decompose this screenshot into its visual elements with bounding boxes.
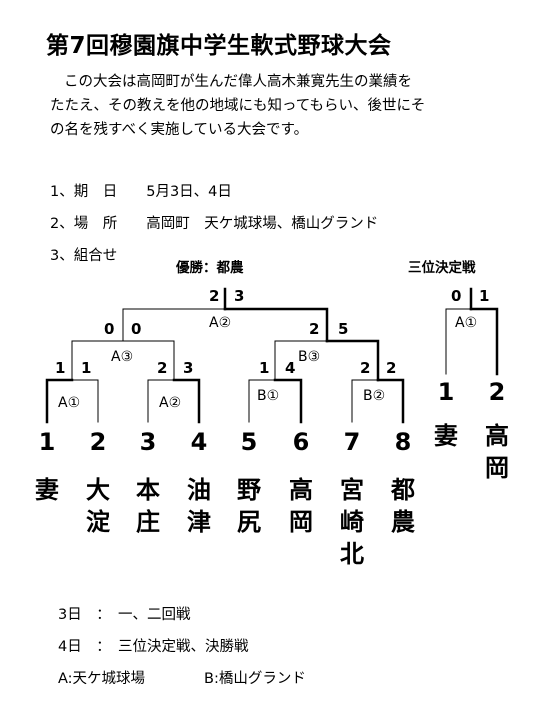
r1-m4-left-path: [351, 379, 379, 423]
final-score-right: 3: [234, 287, 245, 305]
winner-label: 優勝：都農: [176, 260, 244, 276]
semi-right-right-path: [325, 339, 380, 382]
seed-3: 3: [139, 428, 157, 456]
semi-left-left-path: [71, 340, 124, 381]
r1-m1-right-path: [71, 379, 99, 423]
seed-8: 8: [394, 428, 412, 456]
third-right-path: [469, 307, 499, 376]
seed-1: 1: [38, 428, 56, 456]
seed-2: 2: [89, 428, 107, 456]
final-right-path: [223, 307, 329, 343]
semi-left-score-right: 0: [131, 320, 142, 338]
r1-m3-venue: B①: [257, 388, 280, 404]
r1-m1-venue: A①: [58, 395, 81, 411]
info-date: 1、期 日 5月3日、4日: [50, 184, 232, 200]
third-score-left: 0: [451, 287, 462, 305]
team-4: 油津: [187, 476, 211, 536]
seed-7: 7: [343, 428, 361, 456]
third-seed-2: 2: [488, 378, 506, 406]
r1-m2-right-path: [172, 378, 201, 424]
semi-right-venue: B③: [298, 349, 321, 365]
page-title: 第7回穆園旗中学生軟式野球大会: [46, 33, 392, 59]
team-3: 本庄: [136, 476, 160, 536]
venue-legend-b: B:橋山グランド: [204, 671, 306, 687]
r1-m1-left-path: [45, 378, 74, 424]
third-seed-1: 1: [437, 378, 455, 406]
intro-line-1: この大会は高岡町が生んだ偉人高木兼寛先生の業績を: [64, 74, 412, 90]
team-2: 大淀: [86, 476, 110, 536]
third-score-right: 1: [479, 287, 490, 305]
r1-m3-left-path: [248, 379, 276, 423]
third-place-label: 三位決定戦: [408, 260, 476, 276]
r1-m2-score-right: 3: [183, 359, 194, 377]
r1-m1-score-right: 1: [81, 359, 92, 377]
final-left-path: [122, 308, 226, 342]
semi-right-left-path: [274, 340, 328, 381]
r1-m3-right-path: [273, 378, 303, 424]
venue-legend-a: A:天ケ城球場: [58, 671, 146, 687]
third-venue: A①: [455, 315, 478, 331]
r1-m3-score-right: 4: [285, 359, 296, 377]
r1-m2-venue: A②: [159, 395, 182, 411]
info-pairing: 3、組合せ: [50, 248, 118, 264]
r1-m4-venue: B②: [363, 388, 386, 404]
team-5: 野尻: [237, 476, 261, 536]
r1-m3-score-left: 1: [259, 359, 270, 377]
seed-6: 6: [292, 428, 310, 456]
r1-m4-score-left: 2: [360, 359, 371, 377]
schedule-day-4: 4日 ： 三位決定戦、決勝戦: [58, 639, 249, 655]
seed-4: 4: [190, 428, 208, 456]
semi-left-venue: A③: [111, 349, 134, 365]
semi-left-score-left: 0: [104, 320, 115, 338]
r1-m1-score-left: 1: [55, 359, 66, 377]
third-team-2: 高岡: [485, 422, 509, 482]
r1-m4-right-path: [376, 378, 405, 424]
team-7: 宮崎北: [340, 476, 364, 568]
third-left-path: [445, 308, 472, 375]
intro-line-3: の名を残すべく実施している大会です。: [50, 122, 309, 138]
final-score-left: 2: [209, 287, 220, 305]
team-6: 高岡: [289, 476, 313, 536]
seed-5: 5: [240, 428, 258, 456]
info-venue: 2、場 所 高岡町 天ケ城球場、橋山グランド: [50, 216, 379, 232]
semi-left-right-path: [122, 340, 175, 381]
r1-m4-score-right: 2: [386, 359, 397, 377]
r1-m2-score-left: 2: [157, 359, 168, 377]
schedule-day-3: 3日 ： 一、二回戦: [58, 607, 191, 623]
third-team-1: 妻: [434, 422, 458, 450]
semi-right-score-right: 5: [338, 320, 349, 338]
semi-right-score-left: 2: [309, 320, 320, 338]
team-8: 都農: [391, 476, 415, 536]
team-1: 妻: [35, 476, 59, 504]
intro-line-2: たたえ、その教えを他の地域にも知ってもらい、後世にそ: [50, 98, 426, 114]
final-venue: A②: [209, 315, 232, 331]
r1-m2-left-path: [147, 379, 175, 423]
